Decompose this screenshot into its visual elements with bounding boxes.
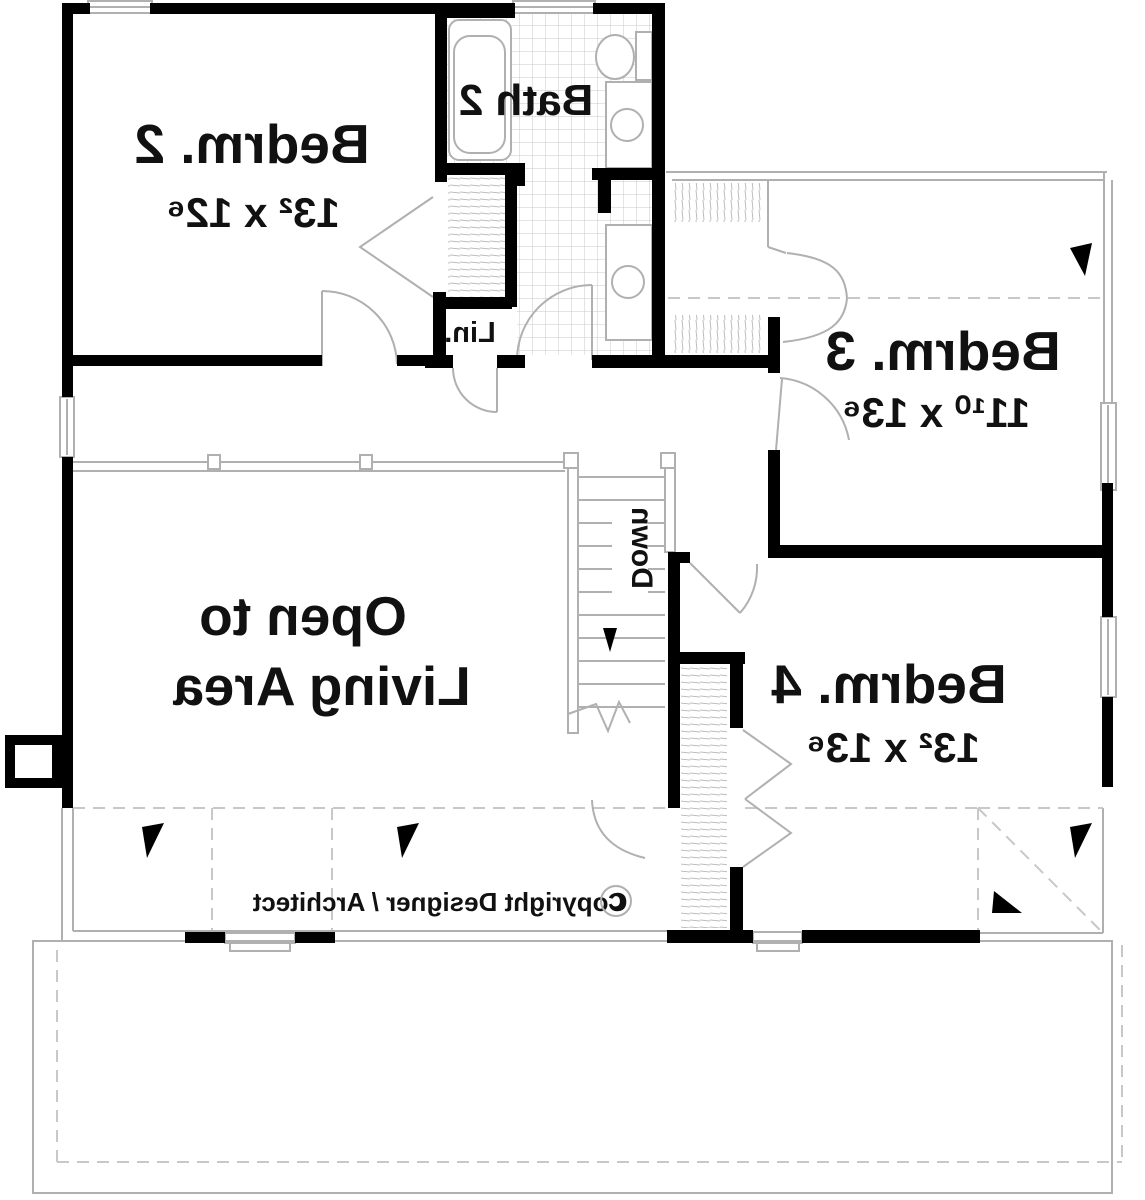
bedroom2-label: Bedrm. 2 [134,113,369,175]
linen-label: Lin. [444,317,496,349]
bedroom4-closet-hatch [681,666,727,928]
bedroom3-closet-hatch-upper [672,183,762,222]
stair-break-line [567,699,631,734]
bedroom4-dims: 13² x 13⁶ [806,724,979,771]
bedroom2-closet-hatch [448,176,505,297]
walls [5,3,1113,943]
triangle-marker [992,891,1022,913]
toilet-bowl [595,34,635,80]
copyright-symbol: C [608,889,624,914]
down-label-bg [612,505,648,595]
bedroom2-dims: 13² x 12⁶ [166,189,339,236]
toilet-tank [635,31,653,81]
copyright-text: Copyright Designer / Architect [252,887,627,917]
dashed-lines [56,297,1123,1163]
labels: Bedrm. 2 13² x 12⁶ Bath 2 Lin. Bedrm. 3 … [134,76,1061,917]
door-arcs [321,196,850,868]
down-arrow [603,628,617,652]
bedroom3-label: Bedrm. 3 [825,320,1060,382]
bedroom3-closet-hatch-lower [672,315,762,353]
chimney-inner [15,745,52,778]
sink-2 [611,265,645,299]
bedroom4-label: Bedrm. 4 [771,653,1007,715]
triangle-marker [1070,243,1092,276]
copyright-symbol-circle [600,885,632,917]
triangle-marker [397,823,419,858]
open-area-line2: Living Area [173,655,471,717]
triangle-marker [1070,823,1092,858]
bedroom3-dims: 11¹⁰ x 13⁶ [842,389,1030,436]
bath2-label: Bath 2 [459,76,593,125]
down-label: Down [625,507,658,589]
triangle-marker [142,823,164,858]
open-area-line1: Open to [199,585,407,647]
sink-1 [610,108,644,142]
roof-triangles [142,243,1092,913]
bath-fixtures [448,19,653,341]
